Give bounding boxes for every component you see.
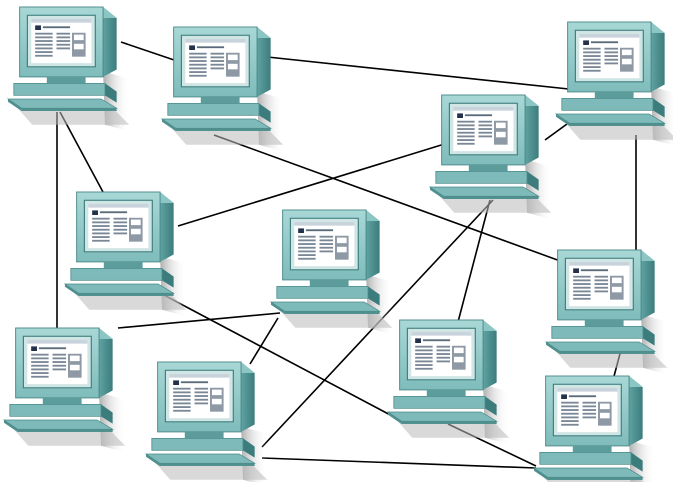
network-link <box>120 41 181 63</box>
network-links <box>56 41 637 469</box>
computer-icon[interactable] <box>145 361 268 482</box>
computer-icon[interactable] <box>545 249 668 375</box>
computer-icon[interactable] <box>7 6 130 132</box>
computer-icon[interactable] <box>387 319 510 445</box>
computer-icon[interactable] <box>429 94 552 220</box>
computer-icon[interactable] <box>555 21 673 147</box>
network-link <box>213 134 564 263</box>
network-link <box>177 141 452 227</box>
network-link <box>117 312 281 329</box>
network-link <box>159 292 397 419</box>
network-link <box>457 199 491 323</box>
computer-icon[interactable] <box>270 209 393 335</box>
network-link <box>261 457 537 469</box>
network-nodes <box>3 6 673 482</box>
computer-icon[interactable] <box>161 26 284 152</box>
network-link <box>249 317 279 365</box>
network-link <box>59 111 104 193</box>
computer-icon[interactable] <box>64 191 187 317</box>
network-link <box>544 123 568 141</box>
computer-icon[interactable] <box>3 327 126 453</box>
network-link <box>257 55 579 91</box>
computer-icon[interactable] <box>533 375 656 482</box>
